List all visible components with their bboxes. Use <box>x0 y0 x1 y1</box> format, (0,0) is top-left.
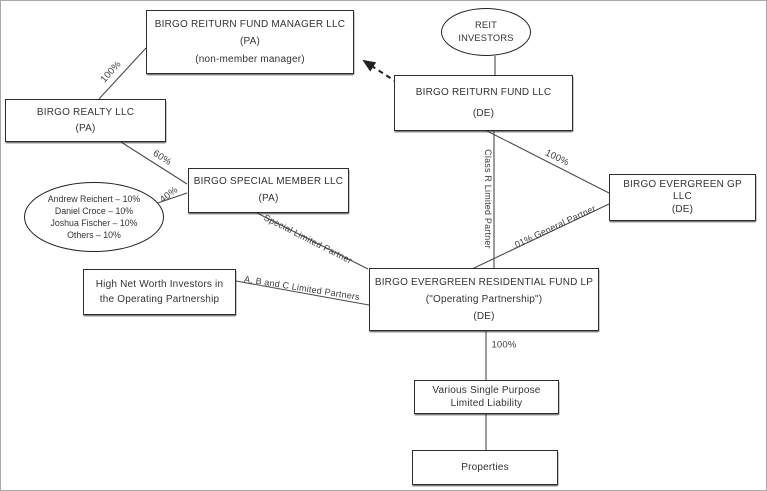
node-properties: Properties <box>412 450 558 485</box>
owner-line: Others – 10% <box>67 230 121 241</box>
node-title-line2: the Operating Partnership <box>99 294 220 305</box>
edge-hnw-op <box>235 280 370 306</box>
node-birgo-special-member: BIRGO SPECIAL MEMBER LLC (PA) <box>188 168 349 213</box>
node-title: BIRGO REALTY LLC <box>36 106 135 118</box>
node-title: Properties <box>461 462 509 473</box>
node-title: BIRGO SPECIAL MEMBER LLC <box>193 176 344 188</box>
node-birgo-reiturn-fund: BIRGO REITURN FUND LLC (DE) <box>394 75 573 131</box>
edge-specialmember-op <box>256 212 369 270</box>
node-title: High Net Worth Investors in <box>95 279 224 290</box>
node-state: (DE) <box>671 204 694 216</box>
node-state: (DE) <box>472 107 495 119</box>
owner-line: Daniel Croce – 10% <box>54 205 134 216</box>
node-state: (DE) <box>473 310 495 322</box>
node-state: (PA) <box>258 193 279 205</box>
node-single-purpose-entities: Various Single Purpose Limited Liability <box>414 380 559 414</box>
node-reit-investors: REIT INVESTORS <box>441 8 531 56</box>
edge-label-100pct-op-spe: 100% <box>491 339 517 351</box>
node-birgo-reiturn-fund-manager: BIRGO REITURN FUND MANAGER LLC (PA) (non… <box>146 10 354 74</box>
node-role: (non-member manager) <box>195 53 305 65</box>
node-birgo-evergreen-gp: BIRGO EVERGREEN GP LLC (DE) <box>609 174 756 221</box>
edge-label-class-r-limited-partner: Class R Limited Partner <box>483 149 493 249</box>
node-alias: ("Operating Partnership") <box>425 293 543 305</box>
node-high-net-worth-investors: High Net Worth Investors in the Operatin… <box>83 269 236 315</box>
node-title: REIT <box>475 20 497 31</box>
owner-line: Joshua Fischer – 10% <box>50 218 138 228</box>
node-title-line2: Limited Liability <box>450 398 523 409</box>
node-title: BIRGO REITURN FUND MANAGER LLC <box>154 18 346 30</box>
owner-line: Andrew Reichert – 10% <box>47 193 141 204</box>
node-title: Various Single Purpose <box>432 384 541 396</box>
edge-realty-manager <box>98 47 147 100</box>
node-state: (PA) <box>239 36 261 48</box>
edge-realty-specialmember <box>120 141 188 185</box>
node-title: BIRGO EVERGREEN GP LLC <box>623 179 742 202</box>
node-title: BIRGO REITURN FUND LLC <box>415 87 552 98</box>
node-individual-owners: Andrew Reichert – 10% Daniel Croce – 10%… <box>24 182 164 252</box>
edge-gp-op <box>473 203 610 269</box>
node-birgo-realty: BIRGO REALTY LLC (PA) <box>5 99 166 142</box>
node-title: BIRGO EVERGREEN RESIDENTIAL FUND LP <box>374 276 594 288</box>
node-state: (PA) <box>75 122 96 134</box>
node-title-line2: INVESTORS <box>458 33 514 43</box>
edge-fund-manager-dashed-arrow <box>362 59 399 84</box>
edge-fund-gp <box>486 130 610 194</box>
node-operating-partnership: BIRGO EVERGREEN RESIDENTIAL FUND LP ("Op… <box>369 268 599 331</box>
